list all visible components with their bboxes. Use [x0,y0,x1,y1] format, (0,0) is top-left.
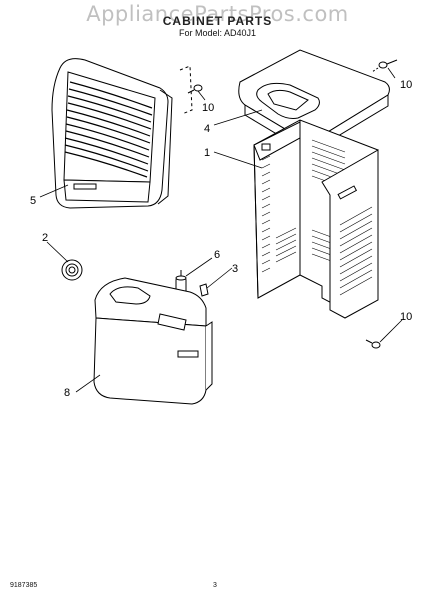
screw-top-right [371,59,398,73]
callout-10-top-right: 10 [400,79,412,91]
leader-lines [39,67,403,393]
watermark: AppliancePartsPros.com [86,2,349,26]
clip [199,283,209,297]
diagram-title: CABINET PARTS [162,14,273,28]
callout-labels: 10 10 4 1 5 2 6 3 10 8 [30,79,412,399]
callout-2: 2 [42,232,48,244]
callout-1: 1 [204,147,210,159]
screw-top-center [179,65,203,115]
callout-3: 3 [232,263,238,275]
footer-part-number: 9187385 [10,582,38,589]
callout-6: 6 [214,249,220,261]
top-cover [238,49,390,149]
callout-10-top-center: 10 [202,102,214,114]
callout-5: 5 [30,195,36,207]
callout-4: 4 [204,123,210,135]
knob-ring [61,259,83,281]
callout-8: 8 [64,387,70,399]
screw-bottom-right [365,339,381,349]
water-bucket [93,277,213,405]
cabinet-right-side-panel [321,149,379,319]
front-grille-panel [51,58,173,209]
cabinet-left-side-panel [253,121,301,161]
diagram-subtitle: For Model: AD40J1 [178,28,257,38]
footer-page-number: 3 [213,582,217,589]
callout-10-bottom-right: 10 [400,311,412,323]
